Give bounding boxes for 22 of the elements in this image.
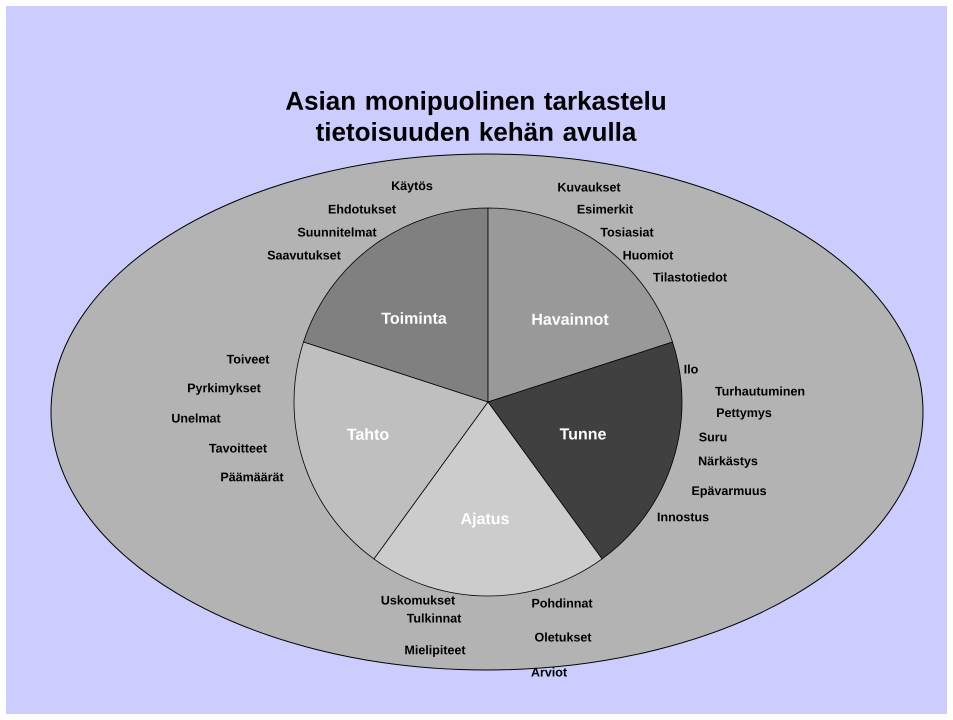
item-text: Tavoitteet [209,443,267,453]
title: Asian monipuolinen tarkastelu tietoisuuden kehän avulla [286,90,665,142]
item-text: Tulkinnat [406,613,462,623]
item-text: Ilo [684,364,698,374]
item-text: Epävarmuus [692,486,766,498]
item-text: Tosiasiat [600,227,654,237]
item-text: Uskomukset [382,595,456,605]
item-text: Suru [699,432,726,442]
item-text: Pyrkimykset [188,383,261,395]
item-text: Kuvaukset [558,182,620,192]
item-text: Käytös [392,181,432,193]
item-text: Huomiot [624,250,674,260]
item-text: Unelmat [172,413,221,423]
item-text: Turhautuminen [715,386,804,396]
item-text: Pohdinnat [532,598,592,608]
item-text: Oletukset [535,632,592,642]
item-text: Toiveet [226,354,270,364]
item-text: Mielipiteet [405,645,466,657]
item-text: Närkästys [698,456,758,468]
item-text: Arviot [531,667,567,677]
item-text: Päämäärät [221,472,284,482]
item-text: Pettymys [717,408,772,420]
